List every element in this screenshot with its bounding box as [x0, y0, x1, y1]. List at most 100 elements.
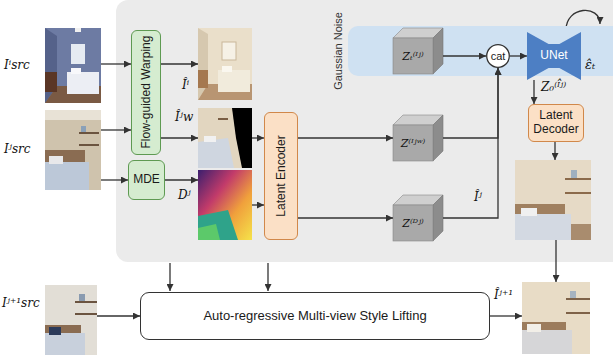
connector-arrow: [554, 142, 555, 160]
node-label: Iʲsrc: [4, 142, 31, 156]
node-label: Gaussian Noise: [332, 12, 344, 90]
style-lifting-box: Auto-regressive Multi-view Style Lifting: [140, 292, 490, 340]
warped-photo: [198, 108, 252, 168]
connector-arrow: [298, 137, 393, 138]
depth-map: [198, 224, 220, 240]
room-photo: [75, 28, 81, 32]
circle-outline: [487, 45, 510, 68]
warped-image: Îⁱ: [198, 28, 252, 100]
node-label: Îʲ: [474, 190, 482, 204]
room-photo: [566, 312, 590, 314]
room-photo: [45, 110, 101, 120]
room-photo: [522, 282, 590, 354]
warped-photo: [198, 108, 252, 168]
connector-arrow: [443, 55, 486, 56]
room-photo: [45, 162, 89, 190]
warped-photo: [218, 118, 228, 120]
connector-arrow: [161, 137, 198, 138]
framework-panel: [116, 0, 613, 262]
cube-front: [393, 38, 433, 74]
node-label: Dʲ: [178, 188, 191, 202]
room-photo: [522, 330, 572, 354]
room-photo: [565, 178, 591, 180]
cube-side: [433, 28, 443, 74]
latent-cube: Z⁽ᴰʲ⁾: [393, 195, 443, 241]
room-photo: [81, 126, 86, 132]
room-photo: [67, 72, 99, 94]
node-label: Auto-regressive Multi-view Style Lifting: [203, 309, 426, 324]
cube-face: Z⁽ᴰʲ⁾: [393, 205, 433, 241]
room-photo: [79, 144, 99, 146]
node-label: Zₜ⁽ᴵʲ⁾: [402, 50, 423, 63]
unet-shape: UNet: [527, 32, 581, 80]
depth-estimator-box: MDE: [128, 160, 165, 200]
depth-map: [198, 170, 252, 240]
connector-arrow: [490, 315, 522, 316]
math-label: ε̂ₜ: [585, 57, 595, 73]
source-image: Iʲ⁺¹src: [45, 285, 97, 355]
connector-arrow: [252, 137, 264, 138]
source-image: Iʲsrc: [45, 110, 101, 190]
room-photo: [45, 28, 101, 103]
edge-label: Z₀⁽ᴵ̂ʲ⁾: [540, 80, 567, 94]
room-photo: [45, 285, 97, 355]
room-photo: [79, 132, 99, 134]
concat-circle: cat: [486, 44, 510, 68]
room-photo: [49, 327, 61, 335]
cube-side: [433, 195, 443, 241]
room-photo: [198, 70, 208, 88]
node-label: Iʲ⁺¹src: [2, 296, 40, 310]
room-photo: [45, 285, 97, 355]
node-label: Iⁱsrc: [4, 58, 30, 72]
room-photo: [521, 208, 537, 216]
room-photo: [515, 160, 591, 240]
room-photo: [45, 28, 101, 103]
warping-box: Flow-guided Warping: [131, 30, 161, 155]
diffusion-band: Gaussian NoiseZₜ⁽ᴵʲ⁾catUNet: [348, 26, 613, 76]
room-photo: [75, 313, 97, 315]
output-image: Îʲ⁺¹: [522, 282, 590, 354]
node-label: Z⁽ᴵʲʷ⁾: [401, 137, 426, 150]
room-photo: [571, 224, 591, 240]
latent-cube: Zₜ⁽ᴵʲ⁾: [393, 28, 443, 74]
node-label: Flow-guided Warping: [139, 36, 153, 149]
cube-face: Z⁽ᴵʲʷ⁾: [393, 125, 433, 161]
connector-arrow: [161, 63, 198, 64]
connector-arrow: [97, 315, 140, 316]
room-photo: [49, 156, 63, 164]
node-label: UNet: [540, 49, 567, 63]
room-photo: [527, 324, 541, 332]
room-photo: [75, 301, 97, 303]
node-label: cat: [491, 50, 506, 63]
room-photo: [45, 28, 57, 103]
room-photo: [566, 298, 590, 300]
node-label: Îʲw: [175, 110, 193, 124]
warped-image: Îʲw: [198, 108, 252, 168]
unet-polygon: [527, 32, 581, 80]
node-label: Latent Decoder: [532, 109, 580, 137]
connector-arrow: [443, 68, 498, 138]
depth-map: Dʲ: [198, 170, 252, 240]
cube-face: Zₜ⁽ᴵʲ⁾: [393, 38, 433, 74]
room-photo: [198, 28, 252, 100]
room-photo: [45, 72, 57, 92]
node-label: Z⁽ᴰʲ⁾: [402, 217, 424, 230]
room-photo: [71, 68, 81, 74]
connector-arrow: [510, 55, 527, 56]
room-photo: [79, 294, 85, 301]
depth-map: [198, 170, 252, 240]
room-photo: [522, 282, 590, 354]
room-photo: [198, 28, 252, 100]
room-photo: [515, 160, 591, 240]
node-label: Latent Encoder: [274, 135, 288, 216]
room-photo: [218, 70, 250, 92]
room-photo: [71, 44, 85, 64]
cube-front: [393, 205, 433, 241]
connector-arrow: [443, 68, 498, 218]
room-photo: [222, 42, 236, 60]
cube-front: [393, 125, 433, 161]
connector-arrow: [165, 179, 198, 180]
room-photo: [515, 214, 571, 240]
connector-arrow: [101, 129, 131, 130]
room-photo: [45, 110, 101, 190]
